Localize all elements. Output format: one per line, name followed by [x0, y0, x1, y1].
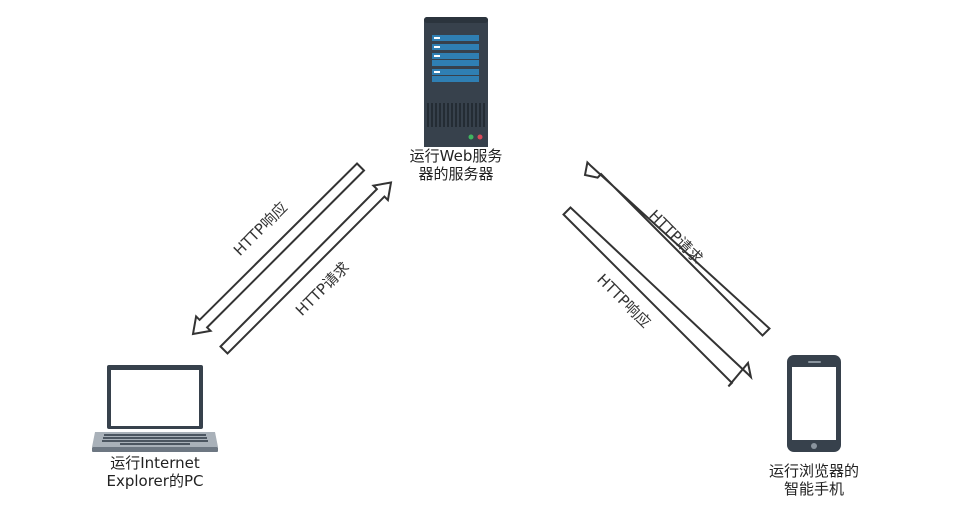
pc-label: 运行Internet Explorer的PC: [85, 454, 225, 490]
pc-label-line2: Explorer的PC: [106, 472, 204, 490]
server-label-line2: 器的服务器: [418, 165, 494, 183]
smartphone-icon: [787, 355, 841, 452]
phone-label-line1: 运行浏览器的: [768, 462, 859, 480]
arrow-pc-response: [191, 162, 366, 336]
phone-label: 运行浏览器的 智能手机: [744, 462, 884, 498]
server-icon: [424, 17, 488, 147]
arrow-phone-request: [583, 160, 771, 337]
arrow-phone-response: [562, 206, 753, 388]
server-label-line1: 运行Web服务: [409, 147, 503, 165]
server-label: 运行Web服务 器的服务器: [386, 147, 526, 183]
pc-label-line1: 运行Internet: [110, 454, 200, 472]
arrow-pc-request: [219, 181, 393, 355]
laptop-icon: [92, 365, 218, 452]
phone-label-line2: 智能手机: [783, 480, 844, 498]
